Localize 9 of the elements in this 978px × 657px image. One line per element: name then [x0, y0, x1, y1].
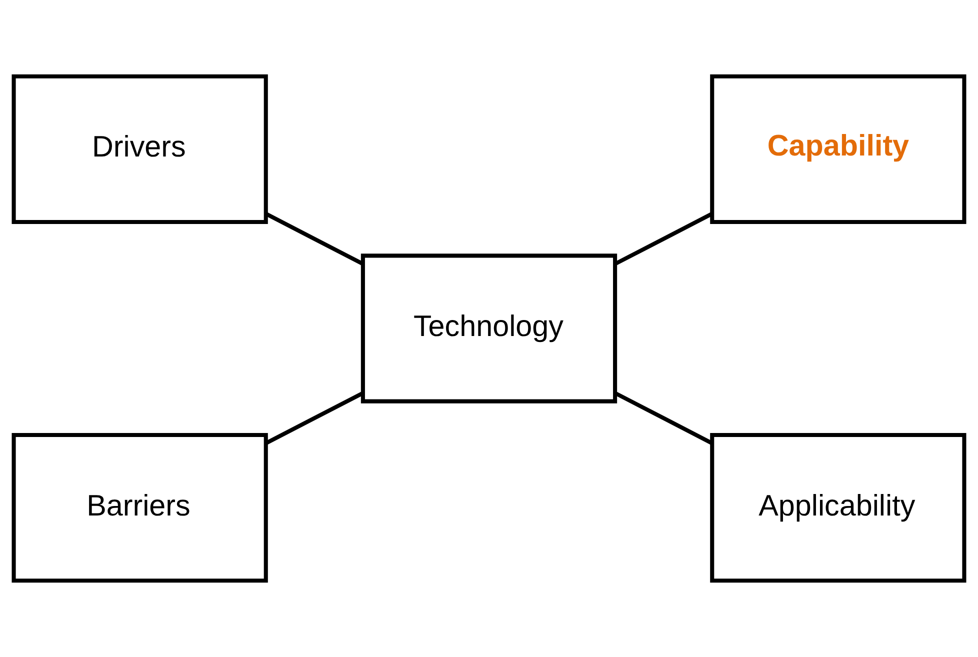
node-box: Applicability	[710, 432, 966, 583]
connector	[614, 391, 713, 445]
connector	[614, 212, 713, 266]
node-box: Capability	[710, 74, 966, 224]
node-box: Technology	[360, 254, 618, 404]
node-box: Barriers	[12, 432, 268, 583]
connector	[265, 212, 364, 266]
node-box: Drivers	[12, 74, 268, 224]
connector	[265, 391, 364, 445]
